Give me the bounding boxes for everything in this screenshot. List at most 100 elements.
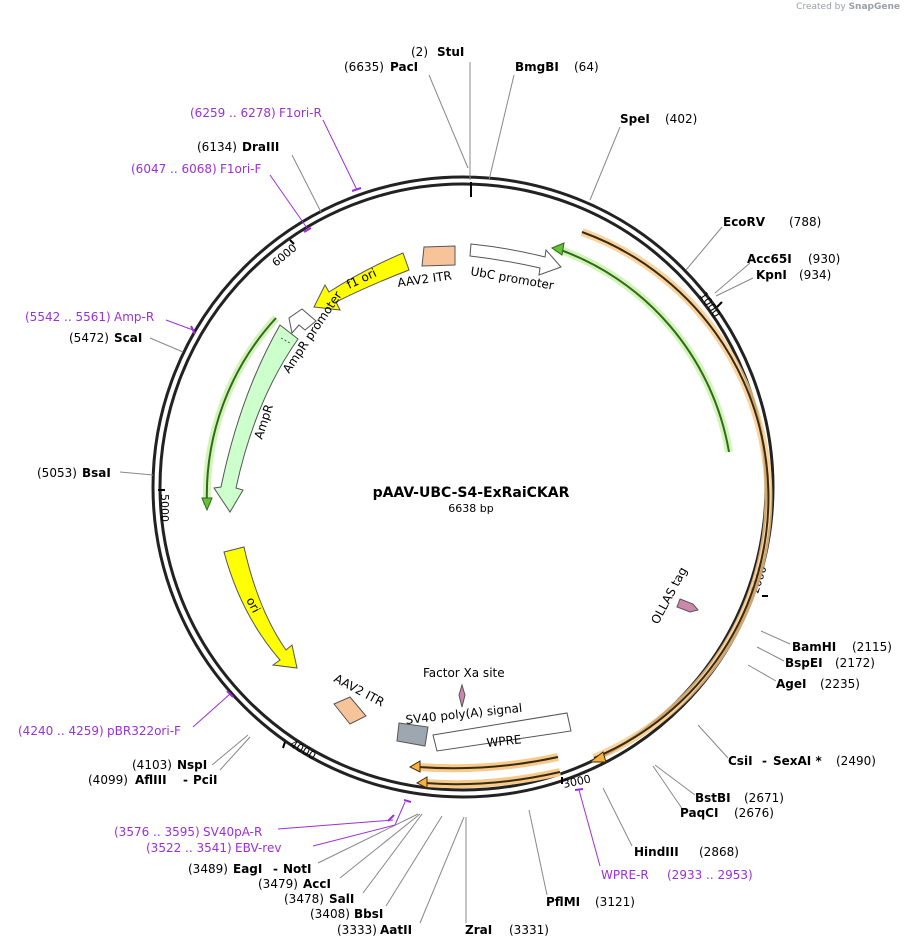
site-name: PacI [390, 60, 418, 74]
site-name: CsiI [728, 754, 753, 768]
primer-f1ori-f[interactable]: (6047 .. 6068) F1ori-F [131, 162, 312, 233]
site-name-alt: SexAI * [773, 754, 822, 768]
primer-name: SV40pA-R [203, 825, 262, 839]
plasmid-name: pAAV-UBC-S4-ExRaiCKAR [373, 485, 570, 501]
site-name: AflIII [135, 773, 167, 787]
site-name: PflMI [546, 895, 580, 909]
site-pos: (3333) [337, 923, 377, 937]
site-pos: (2) [411, 45, 428, 59]
primer-range: (4240 .. 4259) [18, 724, 104, 738]
site-pos: (3489) [188, 862, 228, 876]
site-name: AccI [303, 877, 331, 891]
site-name: ScaI [114, 331, 142, 345]
site-pos: (2676) [734, 806, 774, 820]
site-csii[interactable]: CsiI - SexAI * (2490) [697, 724, 876, 768]
tick-label-4000: 4000 [288, 737, 319, 762]
bottom-orange-arrow-1 [417, 756, 559, 770]
site-name-sep: - [273, 862, 278, 876]
site-bstbi[interactable]: BstBI (2671) [654, 764, 784, 805]
site-zrai[interactable]: ZraI (3331) [465, 817, 549, 937]
primer-sv40pa-r[interactable]: (3576 .. 3595) SV40pA-R [114, 814, 395, 839]
site-stui[interactable]: (2) StuI [411, 45, 471, 180]
aav2-itr-bottom-box [333, 696, 367, 725]
site-name: KpnI [756, 268, 787, 282]
site-name: AgeI [776, 677, 806, 691]
orange-feature-arc [581, 231, 770, 759]
site-pos: (402) [665, 112, 697, 126]
site-kpni[interactable]: KpnI (934) [715, 268, 831, 297]
primer-range: (3576 .. 3595) [114, 825, 200, 839]
site-pos: (2671) [744, 791, 784, 805]
site-nspi[interactable]: (4103) NspI [132, 734, 249, 772]
bottom-orange-arrow-2 [424, 771, 561, 786]
tick-6000: 6000 [270, 239, 299, 269]
snapgene-logo: SnapGene [848, 2, 900, 12]
site-name: NspI [177, 758, 207, 772]
site-name: BamHI [792, 640, 836, 654]
tick-4000: 4000 [282, 737, 319, 763]
sv40-polya-box [396, 722, 429, 747]
site-name-sep: - [183, 773, 188, 787]
site-name: SpeI [620, 112, 650, 126]
ollas-tag-label: OLLAS tag [648, 565, 690, 627]
site-name: StuI [437, 45, 464, 59]
site-sali[interactable]: (3478) SalI [284, 813, 423, 906]
site-pos: (3408) [310, 907, 350, 921]
site-pos: (934) [799, 268, 831, 282]
site-spei[interactable]: SpeI (402) [589, 112, 697, 201]
site-pos: (4103) [132, 758, 172, 772]
primer-range: (5542 .. 5561) [25, 310, 111, 324]
wpre-arrow [432, 712, 572, 752]
site-scai[interactable]: (5472) ScaI [69, 331, 184, 353]
ampr-promoter-arrow [288, 308, 317, 335]
site-pflmi[interactable]: PflMI (3121) [528, 809, 635, 909]
site-pos: (2490) [836, 754, 876, 768]
primer-ebv-rev[interactable]: (3522 .. 3541) EBV-rev [146, 799, 412, 855]
site-acci[interactable]: (3479) AccI [258, 813, 421, 891]
site-paqci[interactable]: PaqCI (2676) [652, 765, 774, 820]
aav2-itr-top-box [421, 245, 456, 267]
site-eagi[interactable]: (3489) EagI - NotI [188, 813, 419, 876]
site-name: PaqCI [680, 806, 718, 820]
site-name-alt: PciI [193, 773, 218, 787]
green-feature-arc [554, 247, 730, 453]
primer-range: (2933 .. 2953) [667, 868, 753, 882]
tick-label-3000: 3000 [562, 772, 592, 791]
site-paci[interactable]: (6635) PacI [344, 60, 469, 169]
site-bbsi[interactable]: (3408) BbsI [310, 815, 443, 921]
site-bsai[interactable]: (5053) BsaI [37, 466, 154, 480]
primer-f1ori-r[interactable]: (6259 .. 6278) F1ori-R [190, 106, 362, 192]
tick-3000: 3000 [561, 772, 592, 791]
site-name: BspEI [785, 656, 823, 670]
site-aatii[interactable]: (3333) AatII [337, 816, 465, 937]
site-name: DraIII [242, 140, 279, 154]
backbone-outer-ring [151, 175, 775, 799]
site-pos: (4099) [88, 773, 128, 787]
site-name: AatII [380, 923, 412, 937]
primer-name: F1ori-R [279, 106, 322, 120]
site-pos: (2868) [699, 845, 739, 859]
site-name-alt: NotI [283, 862, 312, 876]
left-green-feature-arc [205, 317, 277, 506]
primer-name: WPRE-R [601, 868, 649, 882]
primer-wpre-r[interactable]: WPRE-R (2933 .. 2953) [574, 788, 753, 882]
site-bspei[interactable]: BspEI (2172) [756, 646, 875, 670]
primer-pbr322ori-f[interactable]: (4240 .. 4259) pBR322ori-F [18, 690, 234, 738]
bottom-orange-arrow-1-head [408, 760, 421, 773]
site-bmgbi[interactable]: BmgBI (64) [488, 60, 599, 181]
site-name: HindIII [634, 845, 679, 859]
site-ecorv[interactable]: EcoRV (788) [685, 215, 821, 271]
site-name: BmgBI [515, 60, 559, 74]
site-hindiii[interactable]: HindIII (2868) [602, 787, 739, 859]
site-acc65i[interactable]: Acc65I (930) [714, 252, 840, 294]
site-bamhi[interactable]: BamHI (2115) [760, 630, 892, 654]
left-green-feature-arrowhead [201, 497, 213, 512]
site-pos: (3479) [258, 877, 298, 891]
primer-amp-r[interactable]: (5542 .. 5561) Amp-R [25, 310, 196, 335]
site-agei[interactable]: AgeI (2235) [747, 664, 860, 691]
bottom-orange-arrow-2-head [415, 776, 428, 789]
ori-label: ori [243, 595, 263, 615]
site-afliii[interactable]: (4099) AflIII - PciI [88, 736, 251, 787]
site-draiii[interactable]: (6134) DraIII [197, 140, 322, 213]
ampr-arrow [213, 324, 299, 513]
